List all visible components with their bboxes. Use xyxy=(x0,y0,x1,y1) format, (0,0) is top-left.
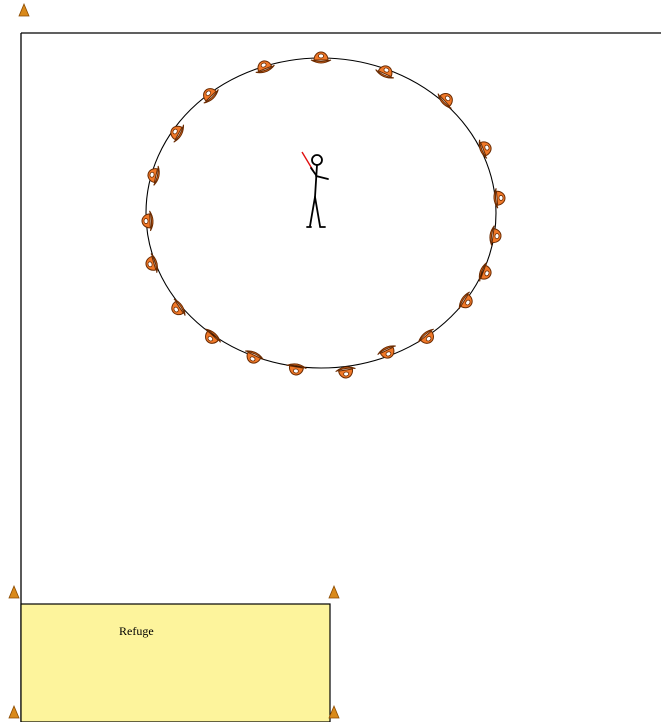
cone-icon xyxy=(493,188,506,209)
refuge-area xyxy=(21,604,330,722)
cone-icon xyxy=(477,262,494,285)
cone-icon xyxy=(198,84,220,106)
cone-icon xyxy=(477,137,495,160)
cone-icon xyxy=(142,211,154,231)
corner-cone-icon xyxy=(329,586,339,598)
cone-icon xyxy=(436,88,458,110)
corner-cone-icon xyxy=(19,4,29,16)
cone-icon xyxy=(242,348,265,366)
cone-icon xyxy=(200,327,222,348)
circle-cones xyxy=(142,52,506,379)
cone-icon xyxy=(457,290,477,313)
cone-icon xyxy=(167,121,186,144)
corner-cone-icon xyxy=(9,586,19,598)
cone-icon xyxy=(143,253,159,275)
cone-icon xyxy=(489,225,503,246)
refuge-zone: Refuge xyxy=(21,604,330,722)
cone-icon xyxy=(253,58,276,75)
corner-cone-icon xyxy=(9,706,19,718)
cone-icon xyxy=(285,363,306,377)
cone-icon xyxy=(167,297,187,320)
cone-icon xyxy=(311,52,331,63)
refuge-label: Refuge xyxy=(119,624,154,638)
coach-figure xyxy=(302,152,328,227)
